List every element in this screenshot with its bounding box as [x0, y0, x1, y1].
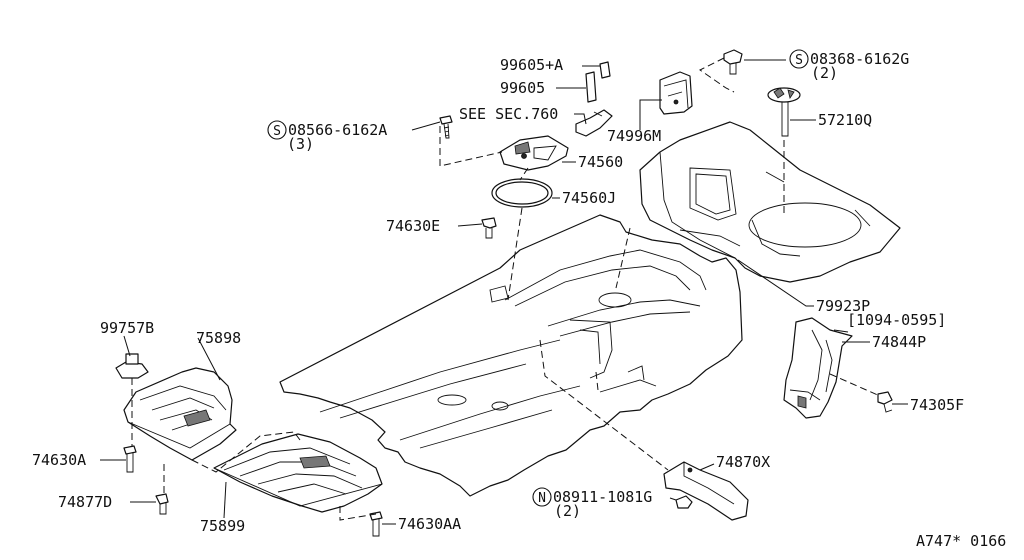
label-74630e: 74630E: [386, 217, 440, 235]
n-symbol-08911-label: N: [538, 491, 546, 506]
s-symbol-08368-label: S: [795, 53, 803, 68]
label-99605: 99605: [500, 79, 545, 97]
label-08368: 08368-6162G: [810, 50, 909, 68]
label-74560: 74560: [578, 153, 623, 171]
label-79923p-range: [1094-0595]: [847, 311, 946, 329]
bolt-74630aa: [369, 511, 383, 537]
callout-labels: 99605+A 99605 SEE SEC.760 08566-6162A (3…: [32, 50, 964, 535]
cover-75899: [213, 433, 383, 513]
label-99605a: 99605+A: [500, 56, 563, 74]
label-74560j: 74560J: [562, 189, 616, 207]
floor-panel: [279, 214, 743, 497]
diagram-reference-code: A747* 0166: [916, 532, 1006, 550]
label-08368-qty: (2): [811, 64, 838, 82]
bracket-74996m: [659, 71, 693, 115]
s-symbol-08566-label: S: [273, 124, 281, 139]
label-74877d: 74877D: [58, 493, 112, 511]
label-08911: 08911-1081G: [553, 488, 652, 506]
clip-74877d: [155, 493, 169, 515]
gasket-74560j: [491, 178, 553, 208]
screw-08566: [439, 115, 453, 139]
label-75898: 75898: [196, 329, 241, 347]
s-symbol-08368: [789, 49, 809, 69]
label-75899: 75899: [200, 517, 245, 535]
label-74305f: 74305F: [910, 396, 964, 414]
label-74630a: 74630A: [32, 451, 86, 469]
label-74844p: 74844P: [872, 333, 926, 351]
label-79923p: 79923P: [816, 297, 870, 315]
clip-74305f: [877, 391, 893, 413]
label-74996m: 74996M: [607, 127, 661, 145]
clip-74630e: [481, 217, 497, 239]
bolt-74630a: [123, 445, 137, 473]
label-74630aa: 74630AA: [398, 515, 461, 533]
s-symbol-08566: [267, 120, 287, 140]
bracket-99605: [575, 61, 613, 137]
nut-08368: [723, 49, 743, 75]
label-08566-qty: (3): [287, 135, 314, 153]
n-symbol-08911: [532, 487, 552, 507]
leader-lines: [100, 59, 908, 525]
bracket-74870x: [663, 461, 749, 521]
label-74870x: 74870X: [716, 453, 770, 471]
assembly-lines: [131, 57, 881, 521]
label-57210q: 57210Q: [818, 111, 872, 129]
label-99757b: 99757B: [100, 319, 154, 337]
label-see-sec-760: SEE SEC.760: [459, 105, 558, 123]
clip-99757b: [115, 353, 149, 379]
cover-75898: [123, 367, 237, 461]
rear-floor: [639, 121, 901, 283]
nut-08911: [675, 495, 693, 509]
hook-57210q: [767, 87, 801, 137]
trim-74844p: [783, 317, 853, 419]
label-08911-qty: (2): [554, 502, 581, 520]
label-08566: 08566-6162A: [288, 121, 387, 139]
cover-74560: [499, 135, 569, 171]
